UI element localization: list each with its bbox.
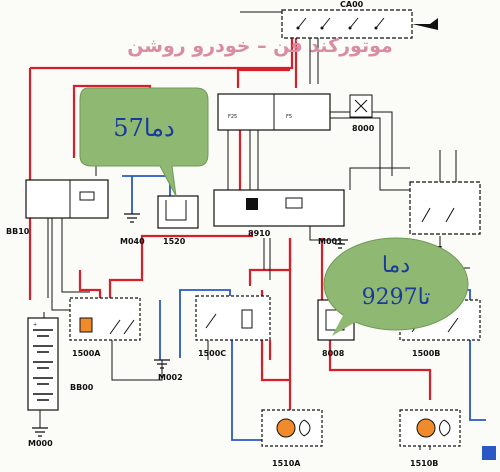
battery-cells-icon — [33, 329, 53, 401]
m000-label: M000 — [28, 439, 53, 448]
black-signal-wires — [39, 11, 470, 450]
fuse-f5-icon: F5 — [286, 114, 292, 120]
1520-sensor-icon — [165, 200, 187, 221]
wire-8910-down — [263, 238, 271, 280]
callout-left: دما57 — [79, 87, 209, 197]
callout-right: دما 92تا97 — [323, 237, 469, 336]
1510b-motor-icon — [416, 418, 436, 438]
component-1500c: 1500C — [195, 295, 271, 358]
bb10-label: BB10 — [6, 227, 30, 236]
red-wire-1510b-feed — [328, 338, 432, 400]
wire-bb10-1500a — [61, 190, 90, 293]
red-wire-fuse-feed — [236, 68, 290, 88]
callout-right-tail — [332, 310, 362, 336]
bb00-label: BB00 — [70, 383, 94, 392]
fan-motor-1510a: 1510A — [261, 409, 323, 468]
blue-wire-1500c — [179, 289, 231, 296]
wire-ca00-sides — [309, 30, 319, 84]
ground-m002: M002 — [154, 359, 183, 382]
red-wire-1500a-feed — [78, 270, 102, 298]
battery-body — [27, 317, 59, 411]
red-wire-1500a-return — [108, 232, 254, 298]
battery-bb00: + BB00 M000 — [27, 317, 94, 448]
8910-label: 8910 — [248, 229, 271, 238]
wire-8910-8007 — [349, 167, 410, 190]
1500a-label: 1500A — [72, 349, 101, 358]
1500a-coil-icon — [79, 317, 93, 333]
callout-right-bubble — [323, 237, 469, 331]
right-ground — [482, 446, 496, 460]
1500b-label: 1500B — [412, 349, 440, 358]
right-ground-icon — [482, 446, 496, 460]
callout-right-text-1: دما — [382, 253, 410, 278]
1510b-label: 1510B — [410, 459, 438, 468]
8007-body — [409, 181, 481, 235]
1510a-label: 1510A — [272, 459, 301, 468]
battery-plus-icon: + — [33, 322, 37, 328]
1500a-contact-icon — [109, 319, 135, 335]
callout-left-bubble — [79, 87, 209, 197]
ca00-contacts — [297, 17, 385, 29]
m001-ground-icon — [332, 239, 348, 249]
red-wire-top — [30, 24, 294, 70]
ca00-label: CA00 — [340, 0, 364, 9]
wire-1500a-m002 — [111, 340, 163, 381]
callout-left-text: دما57 — [113, 114, 174, 142]
fan-motor-1510b: 1510B — [399, 409, 461, 468]
ca00-node-1 — [296, 26, 300, 30]
ignition-switch-ca00: CA00 — [281, 0, 438, 39]
bb10-fuse-icon — [79, 191, 95, 201]
watermark-title: موتورکند فن – خودرو روشن — [127, 35, 393, 57]
1520-label: 1520 — [163, 237, 186, 246]
8910-body — [213, 189, 345, 227]
1510a-motor-icon — [276, 418, 296, 438]
1510a-fan-icon — [299, 419, 311, 437]
ground-m001: M001 — [318, 237, 348, 249]
ca00-node-4 — [374, 26, 378, 30]
8008-label: 8008 — [322, 349, 345, 358]
8910-module-icon — [285, 197, 303, 209]
8000-fan-icon — [354, 99, 368, 113]
m040-label: M040 — [120, 237, 145, 246]
bb10-body — [25, 179, 109, 219]
1510b-fan-icon — [439, 419, 451, 437]
ca00-node-2 — [320, 26, 324, 30]
blue-wire-right — [469, 340, 486, 421]
1500c-label: 1500C — [198, 349, 226, 358]
ground-m040: M040 — [120, 213, 145, 246]
component-1520: 1520 — [157, 195, 199, 246]
component-bb10: BB10 — [6, 179, 109, 236]
m000-ground-icon — [32, 427, 48, 437]
red-wire-1510a-feed — [288, 238, 300, 422]
m002-label: M002 — [158, 373, 183, 382]
callout-right-text-2: 92تا97 — [362, 285, 431, 310]
m040-ground-icon — [124, 213, 140, 223]
fuse-box: F25 F5 — [217, 93, 331, 131]
1500a-body — [69, 297, 141, 341]
key-icon — [412, 18, 438, 30]
wire-8000-8007 — [330, 111, 424, 191]
8000-label: 8000 — [352, 124, 375, 133]
component-8000: 8000 — [349, 94, 375, 133]
8910-chip-icon — [246, 198, 258, 210]
8007-switch-icon — [421, 207, 455, 223]
component-8910: 8910 — [213, 189, 345, 238]
1500c-switch-icon — [205, 313, 217, 329]
blue-wire-1510a — [231, 340, 270, 441]
1500c-coil-icon — [241, 309, 253, 329]
1520-body — [157, 195, 199, 229]
fuse-f25-icon: F25 — [228, 114, 237, 120]
ca00-node-3 — [348, 26, 352, 30]
m002-ground-icon — [154, 359, 170, 369]
component-1500a: 1500A — [69, 297, 141, 358]
m001-label: M001 — [318, 237, 343, 246]
wire-fuses-8910 — [227, 130, 259, 190]
1500c-body — [195, 295, 271, 341]
